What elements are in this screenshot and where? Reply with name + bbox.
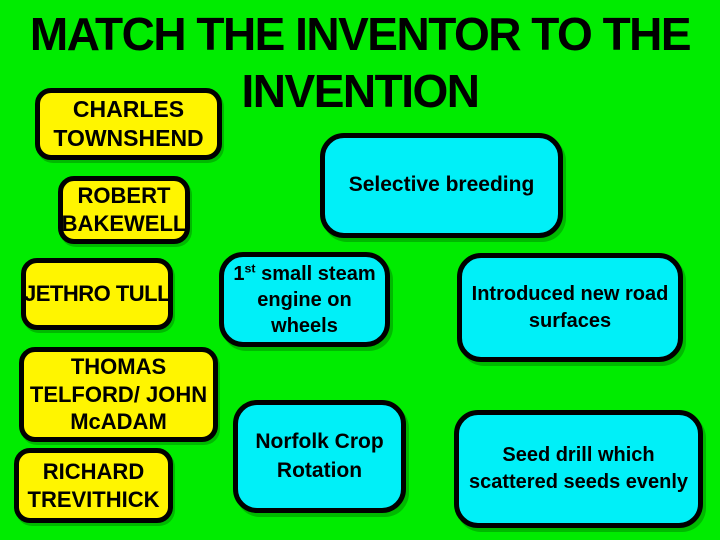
slide-title-line2: INVENTION [241,65,480,117]
inventor-card-charles-townshend[interactable]: CHARLES TOWNSHEND [35,88,222,160]
inventor-card-thomas-telford-john-mcadam-label: THOMAS TELFORD/ JOHN McADAM [29,354,208,435]
invention-card-norfolk-crop-rotation-label: Norfolk Crop Rotation [255,430,384,482]
inventor-card-jethro-tull-label: JETHRO TULL [23,281,171,307]
invention-card-new-road-surfaces-label: Introduced new road surfaces [471,282,669,332]
slide-title-line1: MATCH THE INVENTOR TO THE [29,8,692,60]
steam-label-base: 1 [233,262,245,285]
inventor-card-thomas-telford-john-mcadam[interactable]: THOMAS TELFORD/ JOHN McADAM [19,347,218,442]
inventor-card-jethro-tull[interactable]: JETHRO TULL [21,258,173,330]
steam-label-rest: small steam engine on wheels [255,262,376,337]
invention-card-selective-breeding[interactable]: Selective breeding [320,133,563,238]
steam-label-superscript: st [244,260,256,275]
inventor-card-charles-townshend-label: CHARLES TOWNSHEND [53,95,204,151]
slide-title: MATCH THE INVENTOR TO THE INVENTION [0,6,720,120]
inventor-card-richard-trevithick-label: RICHARD TREVITHICK [27,458,160,512]
invention-card-seed-drill[interactable]: Seed drill which scattered seeds evenly [454,410,703,528]
invention-card-selective-breeding-label: Selective breeding [348,173,535,197]
invention-card-first-small-steam-engine[interactable]: 1st small steam engine on wheels [219,252,390,347]
invention-card-seed-drill-label: Seed drill which scattered seeds evenly [468,444,689,493]
inventor-card-richard-trevithick[interactable]: RICHARD TREVITHICK [14,448,173,523]
invention-card-norfolk-crop-rotation[interactable]: Norfolk Crop Rotation [233,400,406,513]
invention-card-new-road-surfaces[interactable]: Introduced new road surfaces [457,253,683,362]
invention-card-first-small-steam-engine-label: 1st small steam engine on wheels [228,261,381,339]
inventor-card-robert-bakewell[interactable]: ROBERT BAKEWELL [58,176,190,244]
inventor-card-robert-bakewell-label: ROBERT BAKEWELL [61,183,187,236]
